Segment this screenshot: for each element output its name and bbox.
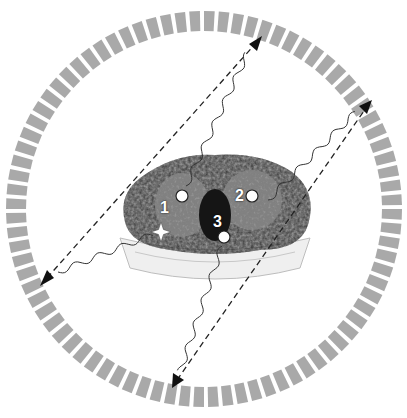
detector-block <box>6 198 26 209</box>
detector-block <box>375 249 397 264</box>
detector-block <box>217 12 229 33</box>
detector-block <box>380 180 401 193</box>
detector-block <box>204 11 215 31</box>
detector-block <box>175 12 188 33</box>
detector-block <box>8 169 30 183</box>
detector-block <box>164 383 178 405</box>
detector-block <box>15 141 37 157</box>
photon-path <box>186 52 245 186</box>
detector-ring <box>6 11 402 407</box>
detector-block <box>160 14 174 36</box>
detector-block <box>9 239 31 253</box>
arrowhead <box>172 373 184 388</box>
lesion-marker <box>218 231 230 243</box>
detector-block <box>7 226 28 239</box>
detector-block <box>6 213 27 224</box>
annihilation-star <box>151 222 171 242</box>
detector-block <box>273 369 290 391</box>
photon-path <box>268 112 355 201</box>
lesion-marker <box>246 190 258 202</box>
detector-block <box>378 165 400 179</box>
arrowhead <box>249 36 262 51</box>
detector-block <box>382 209 402 220</box>
detector-block <box>378 236 400 250</box>
detector-block <box>16 265 38 281</box>
line-of-response <box>177 108 366 380</box>
detector-block <box>260 375 276 397</box>
detector-block <box>21 278 43 295</box>
arrowhead <box>359 100 372 114</box>
detector-block <box>370 137 392 153</box>
detector-block <box>374 151 396 166</box>
detector-block <box>150 380 165 402</box>
callout-number: 1 <box>160 200 169 216</box>
detector-block <box>208 387 219 408</box>
callout-number: 3 <box>213 214 222 230</box>
right-lung <box>222 170 282 230</box>
detector-block <box>244 16 259 38</box>
detector-block <box>231 13 245 35</box>
detector-block <box>7 184 28 196</box>
detector-block <box>382 194 403 205</box>
photon-path <box>177 246 222 370</box>
detector-block <box>193 387 204 407</box>
detector-block <box>381 222 402 234</box>
detector-block <box>118 26 135 48</box>
detector-block <box>247 379 262 401</box>
detector-block <box>136 376 152 398</box>
detector-block <box>189 11 200 32</box>
chest-section <box>123 155 310 254</box>
detector-block <box>371 262 393 278</box>
detector-block <box>12 252 34 267</box>
detector-block <box>221 385 234 406</box>
arrowhead <box>40 270 54 286</box>
detector-block <box>11 155 33 170</box>
detector-block <box>132 21 148 43</box>
lesion-marker <box>176 190 188 202</box>
detector-block <box>364 123 386 140</box>
callout-number: 2 <box>235 188 244 204</box>
line-of-response <box>47 43 256 278</box>
chest-shade <box>123 155 310 254</box>
photon-path <box>58 234 153 273</box>
detector-block <box>146 17 161 39</box>
detector-block <box>234 383 248 405</box>
photon-paths <box>58 52 355 370</box>
detector-block <box>179 386 191 407</box>
